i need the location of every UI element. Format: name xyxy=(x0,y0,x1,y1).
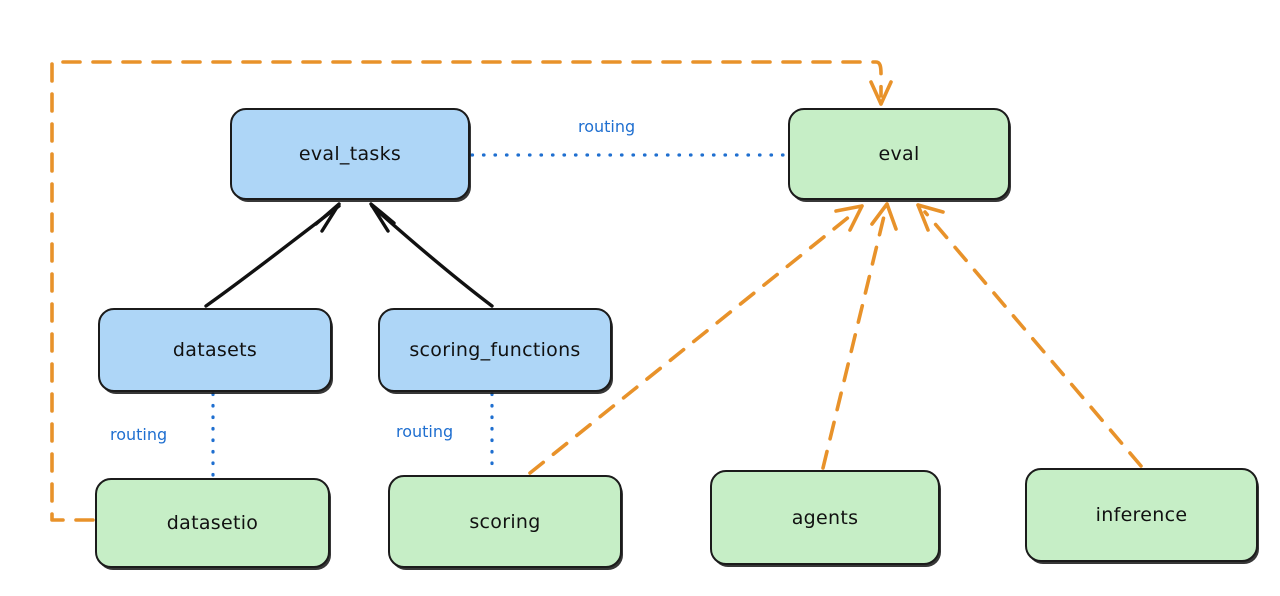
node-agents[interactable]: agents xyxy=(710,470,940,565)
node-inference[interactable]: inference xyxy=(1025,468,1258,562)
node-eval[interactable]: eval xyxy=(788,108,1010,200)
node-eval-tasks[interactable]: eval_tasks xyxy=(230,108,470,200)
node-datasetio[interactable]: datasetio xyxy=(95,478,330,568)
node-label: scoring xyxy=(469,510,541,533)
edge-inference-eval xyxy=(916,203,1143,468)
node-label: inference xyxy=(1095,504,1188,526)
edge-label-routing-datasets-datasetio: routing xyxy=(110,425,168,444)
node-label: eval xyxy=(878,143,920,165)
edge-datasetio-eval xyxy=(50,60,893,522)
edge-scoring_functions-eval_tasks xyxy=(369,202,494,308)
node-label: agents xyxy=(791,506,859,529)
edge-label-routing-eval-tasks-eval: routing xyxy=(578,117,636,136)
node-scoring-functions[interactable]: scoring_functions xyxy=(378,308,612,392)
edge-datasets-eval_tasks xyxy=(204,202,341,308)
node-scoring[interactable]: scoring xyxy=(388,475,622,568)
node-label: eval_tasks xyxy=(298,143,402,165)
edge-label-routing-scoring-functions-scoring: routing xyxy=(396,422,454,441)
node-label: scoring_functions xyxy=(409,339,581,361)
edge-scoring-eval xyxy=(528,204,864,475)
node-datasets[interactable]: datasets xyxy=(98,308,332,392)
node-label: datasets xyxy=(172,339,258,361)
node-label: datasetio xyxy=(166,512,259,534)
edge-agents-eval xyxy=(821,202,898,470)
